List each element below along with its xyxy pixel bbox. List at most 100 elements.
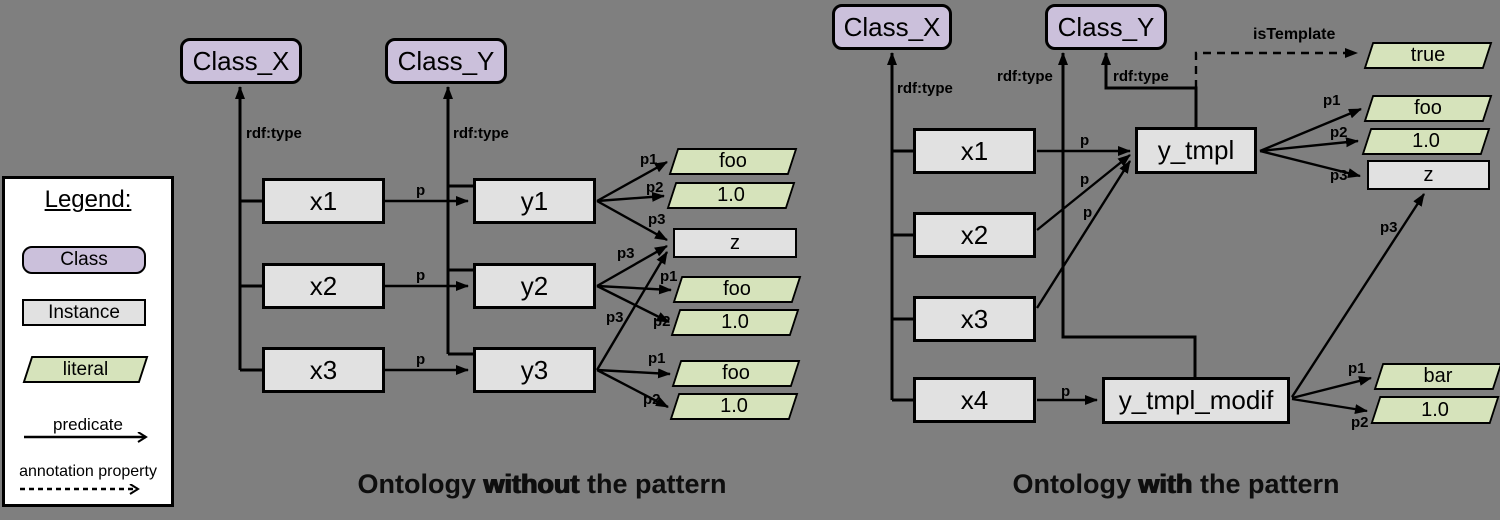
- node-label: 1.0: [1421, 398, 1449, 421]
- left-node-num1: 1.0: [666, 182, 796, 209]
- edge-right-x-stubs: [892, 149, 913, 402]
- right-node-bar: bar: [1373, 363, 1500, 390]
- edge-label-p3: p3: [648, 211, 666, 228]
- left-node-y2: y2: [473, 263, 596, 309]
- left-node-class-x: Class_X: [180, 38, 302, 84]
- edge-tmpl-rdftype-class-y: [1101, 52, 1198, 128]
- legend-predicate-label: predicate: [53, 415, 123, 434]
- edge-label-rdf-type: rdf:type: [246, 125, 302, 142]
- edge-label-p2: p2: [646, 179, 664, 196]
- edge-label-p: p: [1080, 132, 1090, 149]
- edge-label-p: p: [416, 267, 426, 284]
- left-node-class-y: Class_Y: [385, 38, 507, 84]
- node-label: x4: [960, 384, 989, 415]
- edge-label-p3: p3: [617, 245, 635, 262]
- right-node-x3: x3: [913, 296, 1036, 342]
- node-label: y3: [520, 354, 549, 385]
- edge-label-rdf-type: rdf:type: [453, 125, 509, 142]
- left-node-y1: y1: [473, 178, 596, 224]
- node-label: y_tmpl_modif: [1118, 385, 1274, 415]
- right-node-y-tmpl-modif: y_tmpl_modif: [1102, 377, 1290, 424]
- node-label: x3: [309, 354, 338, 385]
- caption-emphasis: with: [1138, 469, 1193, 499]
- right-node-y-tmpl: y_tmpl: [1135, 127, 1257, 174]
- caption-text: Ontology: [357, 469, 484, 499]
- right-node-num2: 1.0: [1370, 396, 1500, 424]
- edge-label-p1: p1: [648, 350, 666, 367]
- edge-label-p3: p3: [606, 309, 624, 326]
- edge-label-p2: p2: [1351, 414, 1369, 431]
- left-node-y3: y3: [473, 347, 596, 393]
- node-label: 1.0: [720, 395, 748, 417]
- edge-label-p: p: [1061, 383, 1071, 400]
- legend-literal-label: literal: [62, 358, 109, 380]
- node-label: foo: [1414, 97, 1442, 119]
- edge-modif-bar: [1291, 376, 1372, 400]
- node-label: y2: [520, 270, 549, 301]
- right-node-z: z: [1367, 160, 1490, 190]
- legend-title: Legend:: [44, 186, 132, 213]
- edge-y1-num: [596, 191, 665, 203]
- legend-instance-sample: Instance: [22, 299, 146, 326]
- right-node-x2: x2: [913, 212, 1036, 258]
- caption-text: Ontology: [1012, 469, 1139, 499]
- node-label: x2: [960, 219, 989, 250]
- node-label: y_tmpl: [1157, 135, 1235, 165]
- right-node-true: true: [1363, 42, 1493, 69]
- edge-label-rdf-type: rdf:type: [1113, 68, 1169, 85]
- edge-label-p1: p1: [1348, 360, 1366, 377]
- legend-class-label: Class: [60, 249, 108, 270]
- left-node-foo3: foo: [671, 360, 801, 387]
- node-label: Class_X: [192, 45, 290, 76]
- right-node-foo: foo: [1363, 95, 1493, 122]
- node-label: bar: [1423, 365, 1453, 387]
- node-label: x3: [960, 303, 989, 334]
- caption-text: the pattern: [579, 469, 727, 499]
- node-label: foo: [722, 362, 750, 384]
- edge-label-p2: p2: [653, 313, 671, 330]
- edge-label-p1: p1: [660, 268, 678, 285]
- node-label: Class_Y: [397, 45, 495, 76]
- node-label: y1: [520, 185, 549, 216]
- right-node-x4: x4: [913, 377, 1036, 423]
- left-node-num3: 1.0: [669, 393, 799, 420]
- edge-label-p: p: [1083, 204, 1093, 221]
- right-caption: Ontology with the pattern: [926, 469, 1426, 500]
- edge-label-is-template: isTemplate: [1253, 26, 1336, 43]
- edge-label-p: p: [1080, 171, 1090, 188]
- edge-tmpl-istemplate-true: [1194, 48, 1358, 88]
- right-node-class-x: Class_X: [832, 4, 952, 50]
- edge-label-p2: p2: [643, 391, 661, 408]
- left-node-foo1: foo: [668, 148, 798, 175]
- node-label: x1: [309, 185, 338, 216]
- edge-label-p3: p3: [1330, 167, 1348, 184]
- node-label: Class_X: [843, 11, 941, 42]
- edge-label-p: p: [416, 351, 426, 368]
- legend-instance-label: Instance: [48, 301, 120, 323]
- edge-left-x-stubs: [240, 199, 262, 372]
- edge-y3-foo: [596, 368, 671, 379]
- left-node-z: z: [673, 228, 797, 258]
- left-caption: Ontology without the pattern: [292, 469, 792, 500]
- edge-label-p1: p1: [1323, 92, 1341, 109]
- edge-tmpl-num: [1259, 137, 1359, 153]
- left-node-num2: 1.0: [670, 309, 800, 336]
- right-node-num: 1.0: [1361, 128, 1491, 155]
- left-node-x3: x3: [262, 347, 385, 393]
- edge-label-p1: p1: [640, 151, 658, 168]
- caption-text: the pattern: [1192, 469, 1340, 499]
- edge-label-p: p: [416, 182, 426, 199]
- legend-annotation-label: annotation property: [19, 463, 157, 480]
- node-label: x1: [960, 135, 989, 166]
- left-node-x1: x1: [262, 178, 385, 224]
- legend-panel: Legend:: [2, 176, 174, 507]
- edge-label-p2: p2: [1330, 124, 1348, 141]
- legend-literal-sample: literal: [22, 356, 149, 383]
- left-node-foo2: foo: [672, 276, 802, 303]
- node-label: 1.0: [717, 184, 745, 206]
- node-label: foo: [719, 150, 747, 172]
- edge-label-rdf-type: rdf:type: [997, 68, 1053, 85]
- edge-label-rdf-type: rdf:type: [897, 80, 953, 97]
- caption-emphasis: without: [483, 469, 580, 499]
